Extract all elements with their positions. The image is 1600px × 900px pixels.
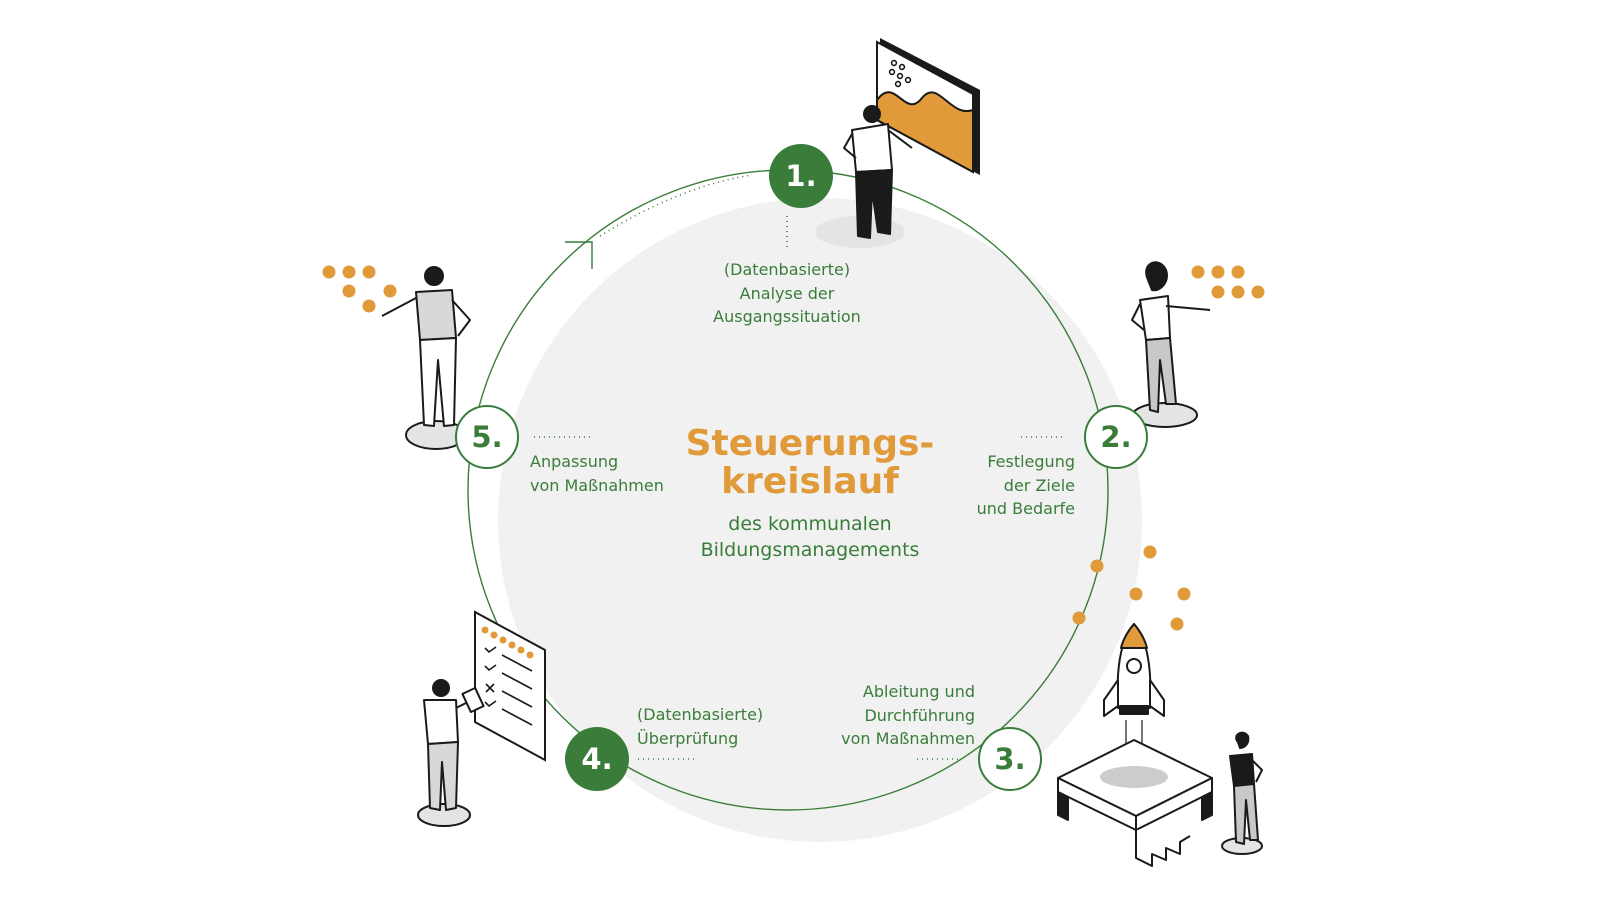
- step-label-1: (Datenbasierte) Analyse der Ausgangssitu…: [697, 258, 877, 329]
- step-number-5: 5.: [455, 405, 519, 469]
- checklist-icon: [474, 610, 546, 762]
- platform-icon: [1057, 739, 1213, 867]
- step-number-4: 4.: [565, 727, 629, 791]
- step-label-1-line: Ausgangssituation: [713, 307, 861, 326]
- step-label-4-line: Überprüfung: [637, 728, 739, 748]
- center-subtitle-line-2: Bildungsmanagements: [700, 539, 920, 561]
- dots-icon: [1191, 265, 1265, 299]
- dots-icon: [322, 265, 397, 313]
- arrow-icon: [565, 241, 593, 269]
- step-label-5-line: Anpassung: [530, 452, 619, 471]
- person-watching-icon: [1221, 731, 1263, 855]
- step-number-2: 2.: [1084, 405, 1148, 469]
- rocket-icon: [1103, 623, 1165, 766]
- step-label-4: (Datenbasierte) Überprüfung: [637, 703, 817, 750]
- step-label-2-line: und Bedarfe: [976, 499, 1075, 518]
- step-label-5: Anpassung von Maßnahmen: [530, 450, 710, 497]
- step-number-3: 3.: [978, 727, 1042, 791]
- dots-icon: [1072, 545, 1191, 631]
- step-label-3-line: Ableitung und: [862, 682, 975, 701]
- step-label-2-line: der Ziele: [1003, 475, 1075, 495]
- person-explaining-icon: [381, 266, 471, 450]
- step-label-1-line: Analyse der: [739, 283, 835, 303]
- step-label-2: Festlegung der Ziele und Bedarfe: [905, 450, 1075, 521]
- step-label-2-line: Festlegung: [987, 452, 1075, 471]
- step-label-1-line: (Datenbasierte): [723, 260, 851, 279]
- step-label-3-line: Durchführung: [864, 705, 975, 725]
- person-checking-icon: [417, 679, 485, 827]
- step-label-4-line: (Datenbasierte): [637, 705, 764, 724]
- step-label-5-line: von Maßnahmen: [530, 475, 664, 495]
- step-label-3: Ableitung und Durchführung von Maßnahmen: [800, 680, 975, 751]
- center-title-line-1: Steuerungs-: [685, 423, 935, 464]
- step-label-3-line: von Maßnahmen: [841, 729, 975, 748]
- center-title-line-2: kreislauf: [721, 461, 899, 502]
- center-subtitle-line-1: des kommunalen: [728, 513, 892, 535]
- person-presenting-icon: [843, 105, 913, 239]
- person-pointing-icon: [1131, 261, 1211, 428]
- background-disc: [498, 198, 1142, 842]
- step-number-1: 1.: [769, 144, 833, 208]
